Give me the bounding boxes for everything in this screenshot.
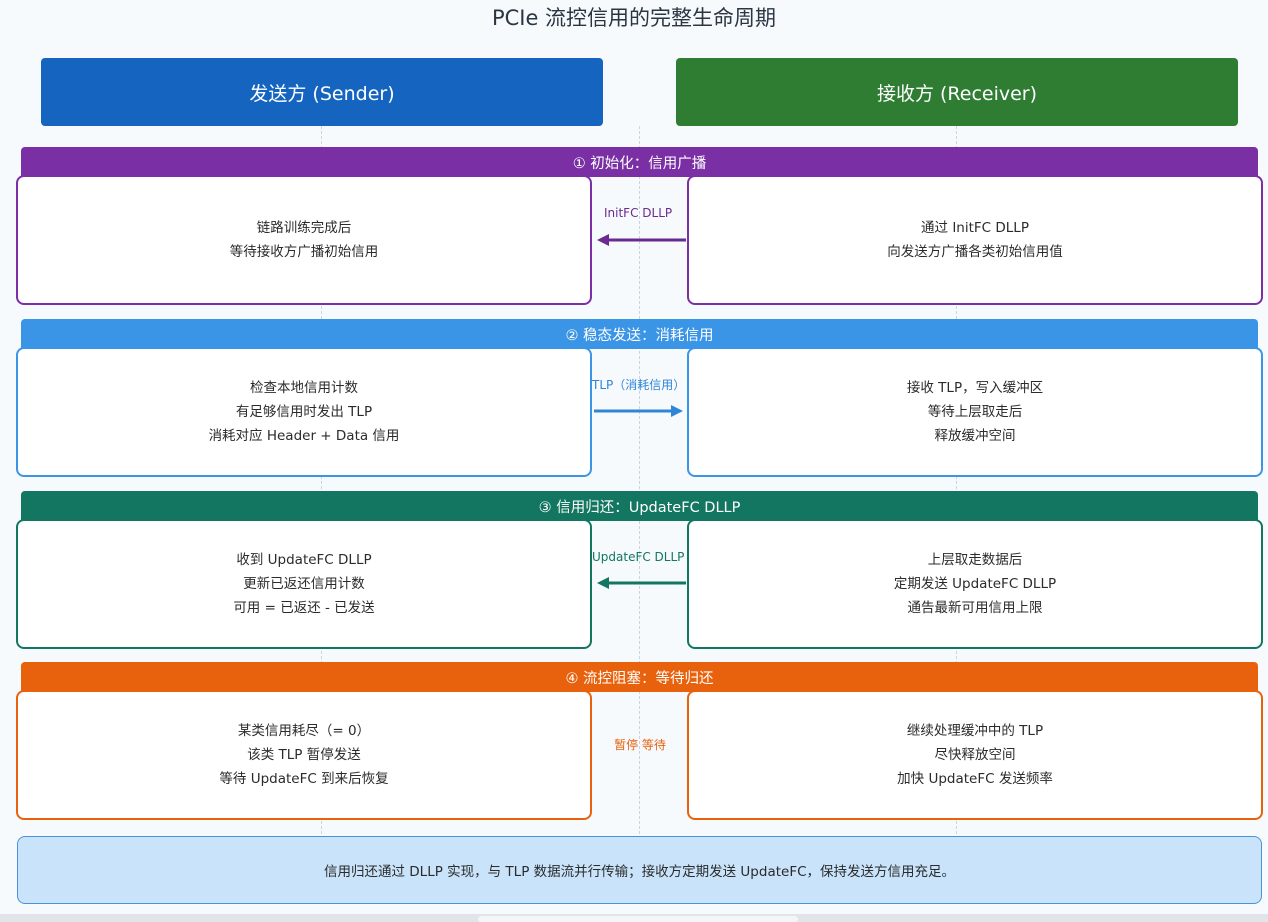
receiver-lane-header: 接收方 (Receiver) bbox=[676, 58, 1238, 126]
box-line: 该类 TLP 暂停发送 bbox=[247, 747, 361, 763]
phase-2-message-label: TLP（消耗信用） bbox=[592, 378, 686, 392]
box-line: 尽快释放空间 bbox=[934, 747, 1016, 763]
phase-1-receiver-box: 通过 InitFC DLLP 向发送方广播各类初始信用值 bbox=[687, 175, 1263, 305]
box-line: 某类信用耗尽（= 0） bbox=[237, 723, 371, 739]
box-line: 向发送方广播各类初始信用值 bbox=[887, 244, 1063, 260]
box-line: 定期发送 UpdateFC DLLP bbox=[893, 576, 1057, 592]
box-line: 更新已返还信用计数 bbox=[243, 576, 365, 592]
phase-2-bar: ② 稳态发送：消耗信用 bbox=[21, 319, 1258, 349]
phase-4-sender-box: 某类信用耗尽（= 0） 该类 TLP 暂停发送等待 UpdateFC 到来后恢复 bbox=[16, 690, 592, 820]
box-line: 加快 UpdateFC 发送频率 bbox=[897, 771, 1053, 787]
box-line: 释放缓冲空间 bbox=[934, 428, 1016, 444]
phase-2-receiver-box: 接收 TLP，写入缓冲区等待上层取走后释放缓冲空间 bbox=[687, 347, 1263, 477]
phase-3-message-label: UpdateFC DLLP bbox=[592, 550, 685, 564]
box-line: 有足够信用时发出 TLP bbox=[235, 404, 373, 420]
box-line: 通过 InitFC DLLP bbox=[921, 220, 1029, 236]
summary-note: 信用归还通过 DLLP 实现，与 TLP 数据流并行传输；接收方定期发送 Upd… bbox=[17, 836, 1262, 904]
box-line: 通告最新可用信用上限 bbox=[907, 600, 1043, 616]
pause-line: 等待 bbox=[641, 738, 666, 752]
box-line: 等待接收方广播初始信用 bbox=[229, 244, 379, 260]
box-line: 链路训练完成后 bbox=[256, 220, 352, 236]
sender-lane-header: 发送方 (Sender) bbox=[41, 58, 603, 126]
box-line: 等待上层取走后 bbox=[927, 404, 1023, 420]
phase-3-bar: ③ 信用归还：UpdateFC DLLP bbox=[21, 491, 1258, 521]
phase-4-bar: ④ 流控阻塞：等待归还 bbox=[21, 662, 1258, 692]
scrollbar-thumb[interactable] bbox=[478, 916, 798, 922]
phase-1-arrow-left-icon bbox=[597, 234, 686, 246]
phase-3-receiver-box: 上层取走数据后定期发送 UpdateFC DLLP 通告最新可用信用上限 bbox=[687, 519, 1263, 649]
phase-2-sender-box: 检查本地信用计数有足够信用时发出 TLP 消耗对应 Header + Data 信… bbox=[16, 347, 592, 477]
phase-1-bar: ① 初始化：信用广播 bbox=[21, 147, 1258, 177]
phase-3-arrow-left-icon bbox=[597, 577, 686, 589]
phase-1-message-label: InitFC DLLP bbox=[604, 206, 673, 220]
box-line: 消耗对应 Header + Data 信用 bbox=[208, 428, 400, 444]
phase-3-sender-box: 收到 UpdateFC DLLP 更新已返还信用计数可用 = 已返还 - 已发送 bbox=[16, 519, 592, 649]
center-divider bbox=[639, 126, 640, 834]
box-line: 可用 = 已返还 - 已发送 bbox=[233, 600, 375, 616]
box-line: 检查本地信用计数 bbox=[250, 380, 358, 396]
sender-lifeline bbox=[321, 126, 322, 834]
phase-4-receiver-box: 继续处理缓冲中的 TLP 尽快释放空间加快 UpdateFC 发送频率 bbox=[687, 690, 1263, 820]
diagram-title: PCIe 流控信用的完整生命周期 bbox=[491, 6, 777, 30]
phase-1-sender-box: 链路训练完成后等待接收方广播初始信用 bbox=[16, 175, 592, 305]
receiver-lifeline bbox=[956, 126, 957, 834]
box-line: 继续处理缓冲中的 TLP bbox=[906, 723, 1044, 739]
box-line: 接收 TLP，写入缓冲区 bbox=[906, 380, 1044, 396]
phase-2-arrow-right-icon bbox=[594, 405, 683, 417]
box-line: 等待 UpdateFC 到来后恢复 bbox=[219, 771, 389, 787]
phase-4-pause-label: 暂停 等待 bbox=[610, 736, 670, 754]
pause-line: 暂停 bbox=[614, 738, 639, 752]
box-line: 上层取走数据后 bbox=[927, 552, 1023, 568]
box-line: 收到 UpdateFC DLLP bbox=[236, 552, 372, 568]
